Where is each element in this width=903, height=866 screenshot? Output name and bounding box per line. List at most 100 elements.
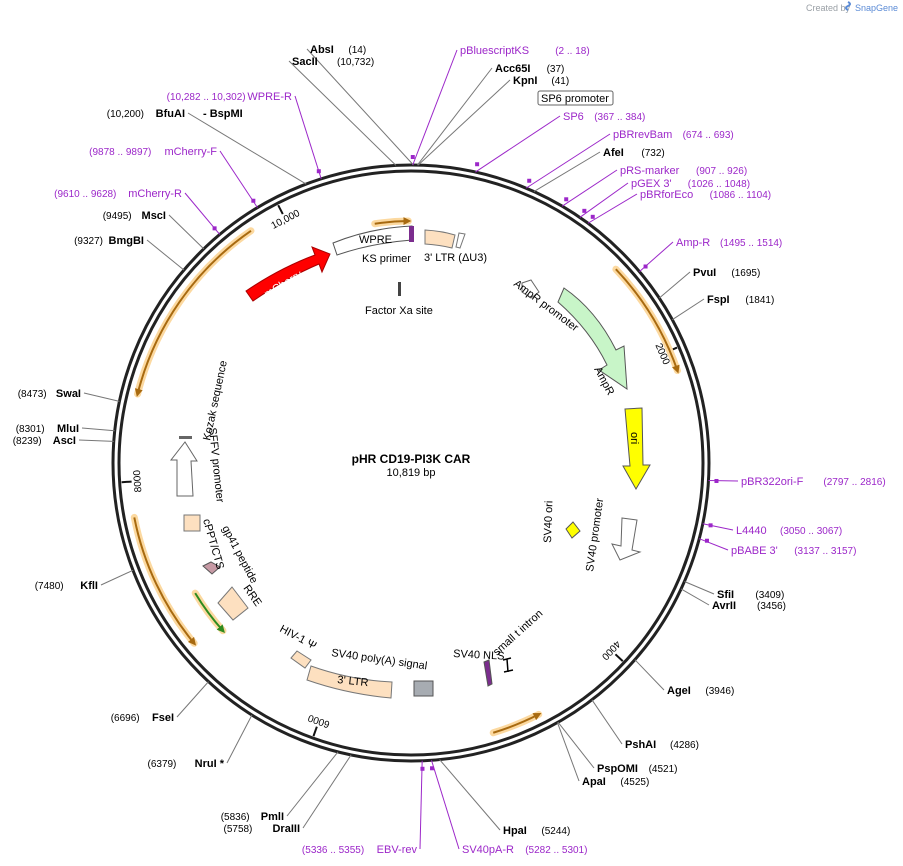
site-nrui[interactable]: NruI *(6379): [147, 758, 224, 770]
site-name: PmlI: [261, 811, 284, 823]
orf-arc-left[interactable]: [134, 229, 252, 397]
tick-6000: [312, 726, 318, 737]
primer-leader-prs-marker: [561, 169, 618, 207]
site-leader-apai: [556, 722, 580, 782]
feature-sv40-ori[interactable]: SV40 ori: [542, 501, 581, 544]
primer-sv40pa-r[interactable]: SV40pA-R(5282 .. 5301): [462, 844, 587, 856]
site-name: DraIII: [272, 823, 300, 835]
primer-leader-pgex-3: [579, 182, 629, 218]
primer-pbrforeco[interactable]: pBRforEco(1086 .. 1104): [640, 189, 771, 201]
feature-ks-primer-label: KS primer: [362, 253, 411, 265]
feature-hiv-psi[interactable]: HIV-1 Ψ: [278, 623, 319, 669]
backbone-outer-ring: [111, 163, 711, 763]
site-afei[interactable]: AfeI(732): [603, 147, 665, 159]
primer-wpre-r[interactable]: WPRE-R(10,282 .. 10,302): [167, 91, 292, 103]
orf-arc-top-1[interactable]: [374, 217, 412, 226]
snapgene-brand: SnapGene: [855, 3, 898, 13]
site-asci[interactable]: AscI(8239): [13, 435, 76, 447]
orf-arc-bottom[interactable]: [492, 713, 542, 734]
primer-leader-pbabe-3: [699, 538, 729, 551]
feature-rre[interactable]: RRE: [217, 583, 264, 621]
primer-mark-pbabe-3: [704, 538, 709, 543]
feature-factor-xa[interactable]: Factor Xa site: [365, 282, 433, 317]
feature-mcherry[interactable]: mCherry: [245, 246, 331, 302]
feature-ori-label: ori: [628, 432, 640, 444]
site-mlui[interactable]: MluI(8301): [16, 423, 79, 435]
primer-mark-l4440: [708, 523, 713, 528]
feature-kozak[interactable]: Kozak sequence: [179, 360, 230, 442]
primer-amp-r[interactable]: Amp-R(1495 .. 1514): [676, 237, 782, 249]
primer-sp6[interactable]: SP6(367 .. 384): [563, 111, 645, 123]
primer-pbrrevbam[interactable]: pBRrevBam(674 .. 693): [613, 129, 734, 141]
feature-cppt[interactable]: cPPT/CTS: [183, 514, 226, 571]
primer-pbluescriptks[interactable]: pBluescriptKS(2 .. 18): [460, 45, 590, 57]
site-kpni[interactable]: KpnI(41): [513, 75, 569, 87]
site-name: FspI: [707, 294, 730, 306]
site-hpai[interactable]: HpaI(5244): [503, 825, 570, 837]
site-swai[interactable]: SwaI(8473): [18, 388, 81, 400]
site-absi[interactable]: AbsI(14): [310, 44, 366, 56]
feature-sv40-nls-label: SV40 NLS: [453, 648, 505, 663]
orf-arc-green[interactable]: [194, 592, 225, 633]
site-apai[interactable]: ApaI(4525): [582, 776, 649, 788]
site-pspomi[interactable]: PspOMI(4521): [597, 763, 678, 775]
primer-position: (5336 .. 5355): [302, 845, 364, 856]
site-kfli[interactable]: KflI(7480): [35, 580, 98, 592]
site-name: AvrII: [712, 600, 736, 612]
site-name: NruI *: [195, 758, 225, 770]
feature-sv40-ori-label: SV40 ori: [542, 501, 555, 544]
primer-name: SV40pA-R: [462, 844, 514, 856]
site-pshai[interactable]: PshAI(4286): [625, 739, 699, 751]
site-fsei[interactable]: FseI(6696): [111, 712, 174, 724]
primer-ebv-rev[interactable]: EBV-rev(5336 .. 5355): [302, 844, 418, 856]
primer-prs-marker[interactable]: pRS-marker(907 .. 926): [620, 165, 747, 177]
primer-l4440[interactable]: L4440(3050 .. 3067): [736, 525, 842, 537]
feature-sv40-nls[interactable]: SV40 NLS: [453, 648, 505, 687]
primer-name: SP6: [563, 111, 584, 123]
site-fspi[interactable]: FspI(1841): [707, 294, 774, 306]
feature-wpre[interactable]: WPRE: [332, 225, 414, 256]
primer-mcherry-f[interactable]: mCherry-F(9878 .. 9897): [89, 146, 217, 158]
site-pvui[interactable]: PvuI(1695): [693, 267, 760, 279]
site-sfii[interactable]: SfiI(3409): [717, 589, 784, 601]
site-leader-bmgbi: [146, 239, 185, 271]
site-name: AbsI: [310, 44, 334, 56]
feature-sv40-promoter[interactable]: SV40 promoter: [584, 497, 642, 572]
site-position: (10,200): [107, 109, 144, 120]
feature-sp6-promoter[interactable]: SP6 promoter: [537, 90, 614, 106]
site-leader-swai: [83, 392, 120, 402]
primer-mark-sp6: [475, 162, 480, 167]
site-leader-avrii: [680, 588, 710, 606]
orf-arc-lower-left[interactable]: [133, 517, 197, 646]
primer-mcherry-r[interactable]: mCherry-R(9610 .. 9628): [54, 188, 182, 200]
primer-position: (3137 .. 3157): [794, 546, 856, 557]
primer-name: pRS-marker: [620, 165, 680, 177]
primer-name: pBABE 3': [731, 545, 778, 557]
tick-10000: [277, 204, 284, 215]
site-bmgbi[interactable]: BmgBI(9327): [74, 235, 144, 247]
primer-pbr322ori-f[interactable]: pBR322ori-F(2797 .. 2816): [741, 476, 886, 488]
primer-pgex-3[interactable]: pGEX 3'(1026 .. 1048): [631, 178, 750, 190]
site-avrii[interactable]: AvrII(3456): [712, 600, 786, 612]
primer-name: pBRforEco: [640, 189, 693, 201]
feature-ampr[interactable]: AmpR: [557, 287, 628, 397]
site-pmli[interactable]: PmlI(5836): [221, 811, 284, 823]
plasmid-length: 10,819 bp: [387, 467, 436, 479]
feature-ori[interactable]: ori: [622, 407, 651, 491]
primer-pbabe-3[interactable]: pBABE 3' (3137 .. 3157): [731, 545, 856, 557]
feature-3ltr[interactable]: 3' LTR: [306, 665, 393, 699]
feature-3ltr-du3[interactable]: 3' LTR (ΔU3): [424, 229, 487, 264]
primer-position: (674 .. 693): [683, 130, 734, 141]
site-sacii[interactable]: SacII(10,732): [292, 56, 374, 68]
site-msci[interactable]: MscI(9495): [103, 210, 166, 222]
site-leader-pmli: [286, 751, 339, 817]
site-draiii[interactable]: DraIII(5758): [223, 823, 300, 835]
site-acc65i[interactable]: Acc65I(37): [495, 63, 564, 75]
site-leader-fspi: [672, 298, 705, 321]
orf-arc-right[interactable]: [615, 268, 680, 374]
site-name: ApaI: [582, 776, 606, 788]
site-position: (3409): [755, 590, 784, 601]
site-agei[interactable]: AgeI(3946): [667, 685, 734, 697]
site-name: PspOMI: [597, 763, 638, 775]
